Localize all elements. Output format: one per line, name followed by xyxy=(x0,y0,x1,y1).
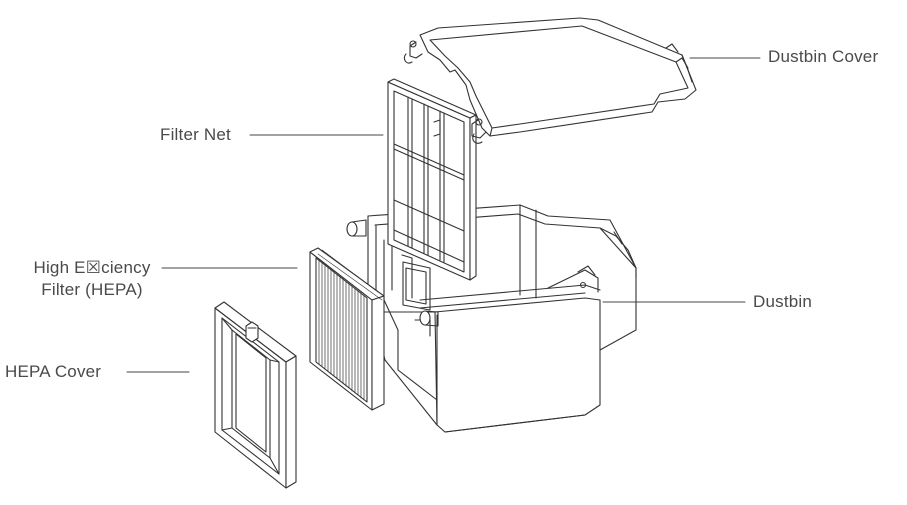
label-hepa-filter: High E☒ciency Filter (HEPA) xyxy=(22,257,162,301)
leader-lines xyxy=(126,57,761,373)
hepa-cover-part xyxy=(215,302,296,488)
dustbin-cover-part xyxy=(404,18,696,143)
label-dustbin: Dustbin xyxy=(753,292,813,311)
filter-net-part xyxy=(388,79,476,280)
hepa-filter-part xyxy=(310,248,384,410)
label-filter-net: Filter Net xyxy=(160,125,231,144)
label-hepa-filter-line1: High E☒ciency xyxy=(33,258,151,277)
label-hepa-cover: HEPA Cover xyxy=(5,362,102,381)
label-hepa-filter-line2: Filter (HEPA) xyxy=(41,280,143,299)
label-dustbin-cover: Dustbin Cover xyxy=(768,47,879,66)
